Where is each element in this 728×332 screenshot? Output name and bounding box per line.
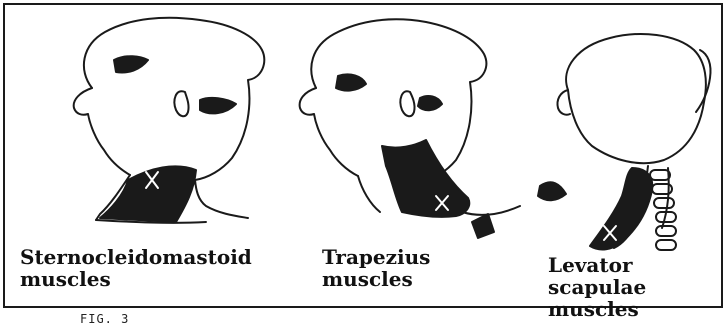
label-line: scapulae <box>548 276 646 298</box>
figure-caption: FIG. 3 <box>80 312 129 326</box>
label-line: muscles <box>322 268 430 290</box>
label-levator-scapulae: Levator scapulae muscles <box>548 254 646 320</box>
label-line: Trapezius <box>322 246 430 268</box>
spine <box>650 170 676 250</box>
label-line: Sternocleidomastoid <box>20 246 252 268</box>
muscle-sternocleidomastoid <box>100 56 236 222</box>
muscle-trapezius <box>336 74 566 238</box>
label-line: muscles <box>20 268 252 290</box>
label-line: muscles <box>548 298 646 320</box>
label-line: Levator <box>548 254 646 276</box>
label-sternocleidomastoid: Sternocleidomastoid muscles <box>20 246 252 290</box>
label-trapezius: Trapezius muscles <box>322 246 430 290</box>
muscle-levator-scapulae <box>590 168 652 249</box>
